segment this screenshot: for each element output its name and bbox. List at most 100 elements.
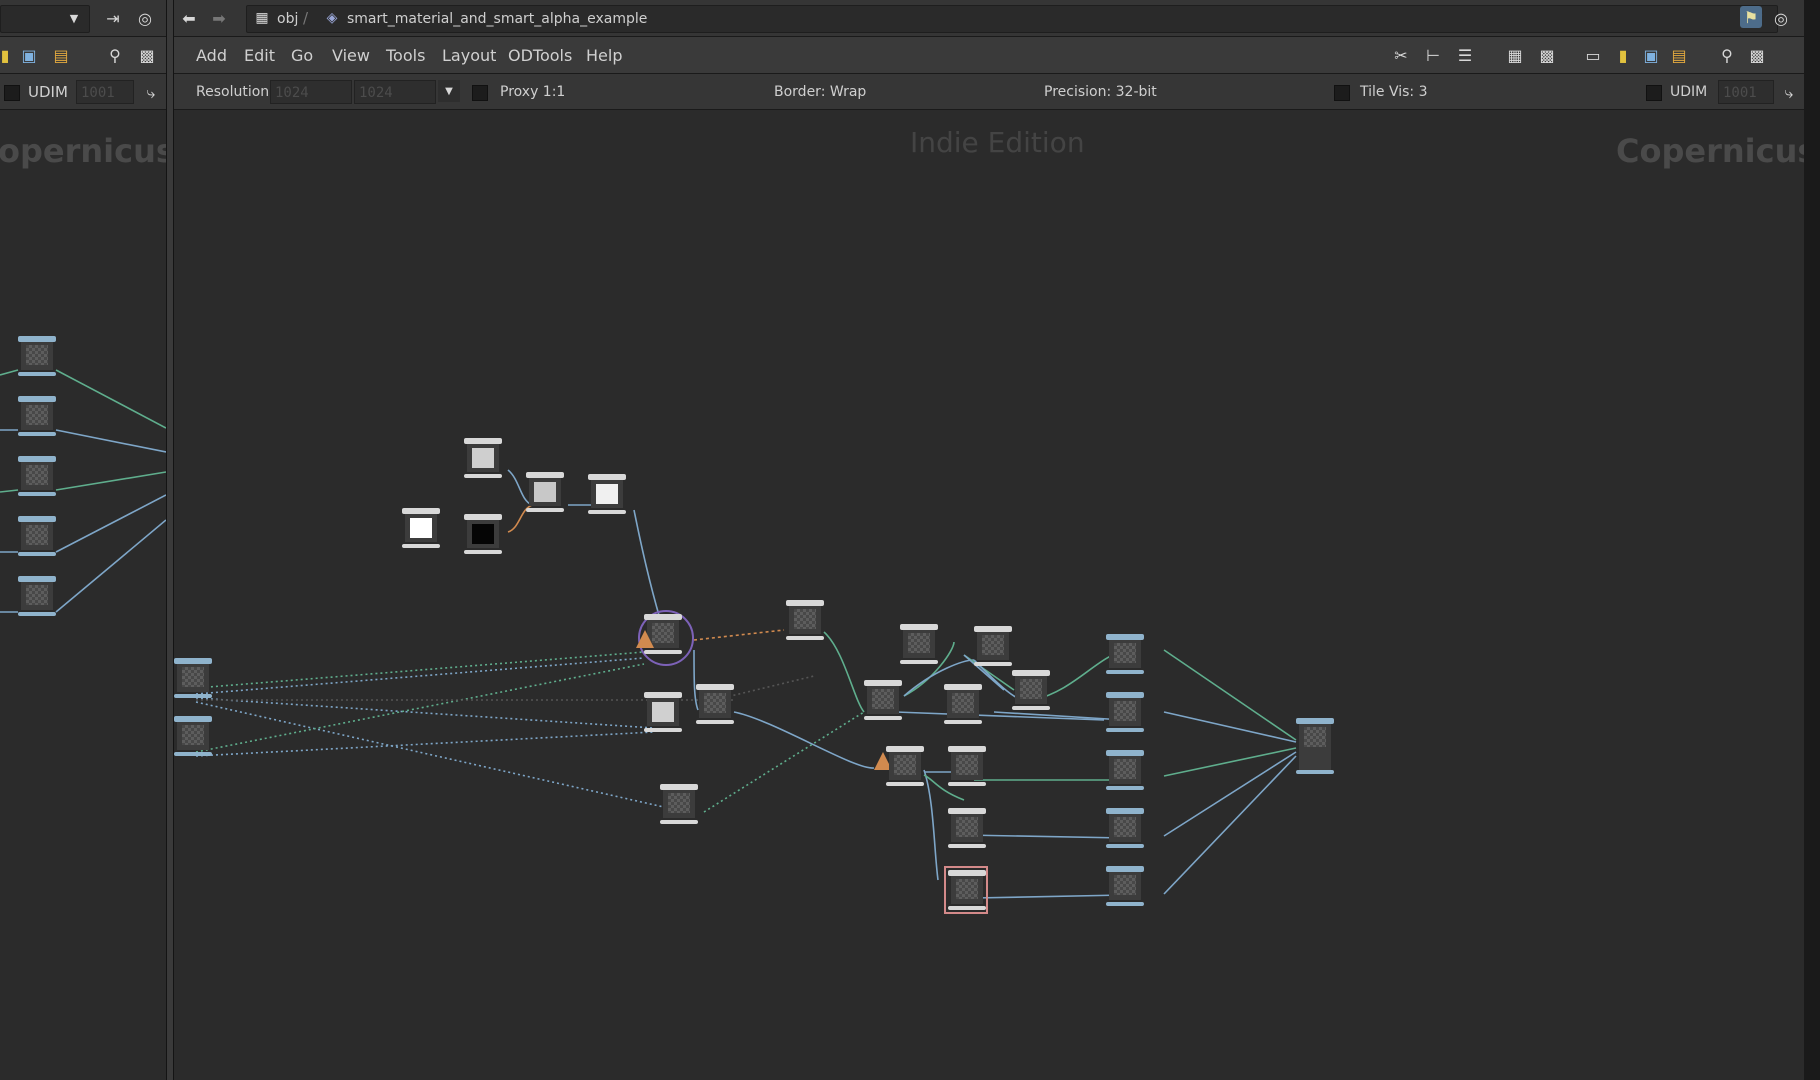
- warning-icon: [636, 630, 654, 648]
- node-blend-a[interactable]: [864, 680, 902, 720]
- left-network-pane: ▼ ⇥ ◎ ▮ ▣ ▤ ⚲ ▩ UDIM 1001 ⤷ opernicus: [0, 0, 166, 1080]
- pane-splitter[interactable]: [166, 0, 174, 1080]
- menu-odtools[interactable]: ODTools: [508, 46, 573, 65]
- node-out-3[interactable]: [18, 456, 56, 496]
- left-options-bar: UDIM 1001 ⤷: [0, 74, 166, 110]
- node-out-2[interactable]: [18, 396, 56, 436]
- node-final-output[interactable]: [1296, 718, 1334, 774]
- sticky-note-icon[interactable]: ▮: [1618, 45, 1628, 65]
- node-noise[interactable]: [900, 624, 938, 664]
- node-smart-alpha[interactable]: [644, 692, 682, 732]
- node-white-constant[interactable]: [402, 508, 440, 548]
- path-separator: /: [303, 9, 309, 27]
- link-icon[interactable]: ◎: [1774, 8, 1788, 28]
- node-blend-c[interactable]: [1012, 670, 1050, 710]
- list-icon[interactable]: ☰: [1457, 45, 1473, 65]
- back-arrow-icon[interactable]: ⬅: [182, 8, 196, 28]
- node-blur[interactable]: [660, 784, 698, 824]
- node-white-output[interactable]: [588, 474, 626, 514]
- path-root[interactable]: obj: [277, 11, 299, 27]
- warning-icon-2: [874, 752, 892, 770]
- window-edge: [1804, 0, 1820, 1080]
- jump-icon[interactable]: ⤷: [146, 83, 156, 102]
- stack-icon[interactable]: ▤: [1671, 45, 1687, 65]
- node-gray-constant[interactable]: [464, 438, 502, 478]
- link-icon[interactable]: ◎: [138, 8, 152, 28]
- search-icon[interactable]: ⚲: [109, 45, 121, 65]
- udim-checkbox[interactable]: [1646, 85, 1662, 101]
- image-icon[interactable]: ▣: [21, 45, 37, 65]
- menu-layout[interactable]: Layout: [442, 46, 497, 65]
- note-icon[interactable]: ▮: [0, 45, 10, 65]
- left-path-dropdown[interactable]: ▼: [0, 5, 90, 33]
- resolution-label: Resolution: [196, 84, 270, 100]
- node-remap[interactable]: [786, 600, 824, 640]
- grid-icon[interactable]: ▦: [1507, 45, 1523, 65]
- menu-edit[interactable]: Edit: [244, 46, 275, 65]
- menu-help[interactable]: Help: [586, 46, 623, 65]
- node-levels[interactable]: [974, 626, 1012, 666]
- node-blend-gray[interactable]: [526, 472, 564, 512]
- camera-icon[interactable]: ▩: [1749, 45, 1765, 65]
- resolution-menu-icon[interactable]: ▼: [438, 80, 460, 102]
- udim-label: UDIM: [28, 83, 68, 101]
- camera-icon[interactable]: ▩: [139, 45, 155, 65]
- border-label[interactable]: Border: Wrap: [774, 84, 867, 100]
- chevron-down-icon: ▼: [69, 11, 79, 25]
- node-black-constant[interactable]: [464, 514, 502, 554]
- forward-arrow-icon[interactable]: ➡: [212, 8, 226, 28]
- options-bar: Resolution 1024 1024 ▼ Proxy 1:1 Border:…: [174, 74, 1804, 110]
- node-remap-2[interactable]: [948, 808, 986, 848]
- tile-vis-checkbox[interactable]: [1334, 85, 1350, 101]
- udim-checkbox[interactable]: [4, 85, 20, 101]
- node-out-a[interactable]: [1106, 634, 1144, 674]
- proxy-label: Proxy 1:1: [500, 84, 566, 100]
- tile-vis-label: Tile Vis: 3: [1360, 84, 1428, 100]
- jump-icon[interactable]: ⤷: [1784, 83, 1794, 102]
- node-input-2[interactable]: [174, 716, 212, 756]
- grid-small-icon[interactable]: ▩: [1539, 45, 1555, 65]
- stack-icon[interactable]: ▤: [53, 45, 69, 65]
- menu-tools[interactable]: Tools: [386, 46, 426, 65]
- obj-network-icon: ▦: [255, 10, 269, 26]
- resolution-x-field[interactable]: 1024: [270, 80, 352, 104]
- udim-label: UDIM: [1670, 84, 1708, 100]
- node-out-4[interactable]: [18, 516, 56, 556]
- node-remap-3[interactable]: [948, 870, 986, 910]
- tree-icon[interactable]: ⊢: [1426, 45, 1440, 65]
- left-toolbar: ▮ ▣ ▤ ⚲ ▩: [0, 37, 166, 74]
- left-path-bar: ▼ ⇥ ◎: [0, 0, 166, 37]
- pin-icon[interactable]: ⇥: [106, 8, 120, 28]
- proxy-checkbox[interactable]: [472, 85, 488, 101]
- node-out-d[interactable]: [1106, 808, 1144, 848]
- network-box-icon[interactable]: ▭: [1585, 45, 1601, 65]
- search-icon[interactable]: ⚲: [1721, 45, 1733, 65]
- pin-pane-icon[interactable]: ⚑: [1740, 6, 1762, 28]
- node-out-b[interactable]: [1106, 692, 1144, 732]
- menu-add[interactable]: Add: [196, 46, 227, 65]
- menu-view[interactable]: View: [332, 46, 370, 65]
- path-breadcrumb: ▦ obj / ◈ smart_material_and_smart_alpha…: [246, 5, 1778, 33]
- tools-icon[interactable]: ✂: [1394, 45, 1408, 65]
- node-out-e[interactable]: [1106, 866, 1144, 906]
- udim-field[interactable]: 1001: [1718, 80, 1774, 104]
- context-watermark: Copernicus: [1616, 132, 1804, 170]
- menu-bar: ✂ ⊢ ☰ ▦ ▩ ▭ ▮ ▣ ▤ ⚲ ▩: [174, 37, 1804, 74]
- resolution-y-field[interactable]: 1024: [354, 80, 436, 104]
- image-icon[interactable]: ▣: [1643, 45, 1659, 65]
- menu-go[interactable]: Go: [291, 46, 314, 65]
- udim-field[interactable]: 1001: [76, 80, 134, 104]
- path-bar: ⬅ ➡ ▦ obj / ◈ smart_material_and_smart_a…: [174, 0, 1804, 37]
- node-out-5[interactable]: [18, 576, 56, 616]
- path-network[interactable]: smart_material_and_smart_alpha_example: [347, 11, 648, 27]
- precision-label[interactable]: Precision: 32-bit: [1044, 84, 1157, 100]
- node-out-c[interactable]: [1106, 750, 1144, 790]
- node-bright-contrast[interactable]: [948, 746, 986, 786]
- node-blend-b[interactable]: [944, 684, 982, 724]
- node-input-1[interactable]: [174, 658, 212, 698]
- node-highlight-pink: [944, 866, 988, 914]
- node-blur-2[interactable]: [886, 746, 924, 786]
- node-mix[interactable]: [696, 684, 734, 724]
- context-watermark-left: opernicus: [0, 132, 166, 170]
- node-out-1[interactable]: [18, 336, 56, 376]
